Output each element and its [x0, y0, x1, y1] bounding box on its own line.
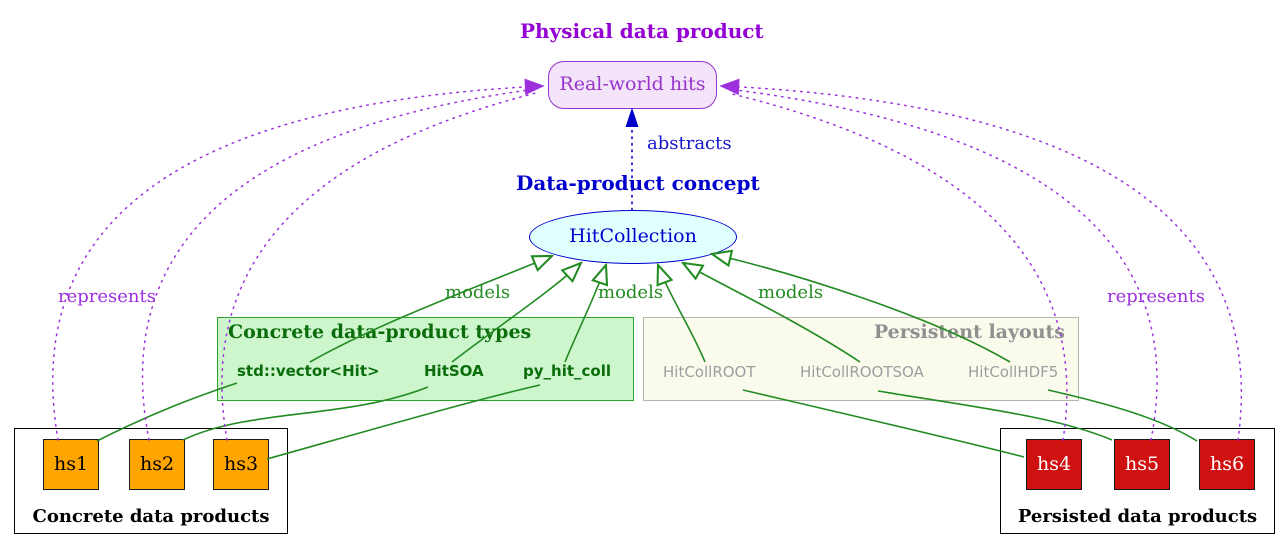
- persisted-products-caption: Persisted data products: [1017, 506, 1258, 527]
- persisted-products-box: hs4 hs5 hs6 Persisted data products: [1000, 428, 1275, 534]
- models-label-left: models: [445, 282, 511, 303]
- models-label-middle: models: [598, 282, 664, 303]
- concrete-products-caption: Concrete data products: [32, 506, 270, 527]
- layout-hitcollrootsoa: HitCollROOTSOA: [800, 363, 924, 381]
- node-hs4: hs4: [1026, 439, 1082, 490]
- real-world-hits-node: Real-world hits: [548, 61, 717, 109]
- represents-label-right: represents: [1107, 286, 1205, 307]
- models-label-right: models: [758, 282, 824, 303]
- layout-hitcollroot: HitCollROOT: [663, 363, 756, 381]
- data-product-concept-title: Data-product concept: [516, 171, 760, 195]
- concrete-types-title: Concrete data-product types: [228, 321, 532, 343]
- type-hitsoa: HitSOA: [424, 362, 484, 380]
- node-hs5: hs5: [1114, 439, 1170, 490]
- concrete-products-box: hs1 hs2 hs3 Concrete data products: [14, 428, 288, 534]
- node-hs2: hs2: [129, 439, 185, 490]
- type-std-vector-hit: std::vector<Hit>: [237, 362, 380, 380]
- hitcollection-node: HitCollection: [529, 210, 737, 264]
- abstracts-edge-label: abstracts: [647, 133, 732, 154]
- physical-data-product-title: Physical data product: [520, 19, 764, 43]
- layout-hitcollhdf5: HitCollHDF5: [968, 363, 1059, 381]
- persistent-layouts-title: Persistent layouts: [873, 321, 1065, 343]
- type-py-hit-coll: py_hit_coll: [523, 362, 611, 380]
- node-hs1: hs1: [43, 439, 99, 490]
- node-hs6: hs6: [1199, 439, 1255, 490]
- node-hs3: hs3: [213, 439, 269, 490]
- represents-label-left: represents: [58, 286, 156, 307]
